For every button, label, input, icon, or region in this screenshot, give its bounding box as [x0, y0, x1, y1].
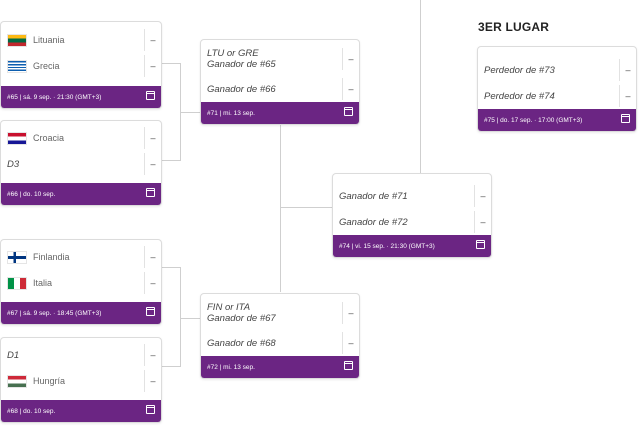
- match-card-67[interactable]: Finlandia – Italia – #67 | sá. 9 sep. · …: [0, 239, 162, 325]
- calendar-icon[interactable]: [621, 114, 630, 123]
- team-name: Italia: [33, 278, 53, 288]
- team-name: Croacia: [33, 133, 65, 143]
- team-name: Hungría: [33, 376, 66, 386]
- connector-66-71: [160, 160, 180, 161]
- match-67-team2-row: Italia –: [1, 270, 161, 296]
- match-info: #71 | mi. 13 sep.: [207, 109, 255, 117]
- finland-flag-icon: [7, 250, 27, 264]
- score: –: [144, 127, 161, 149]
- team-name: Ganador de #68: [207, 337, 276, 349]
- team-source: Ganador de #67: [207, 313, 276, 324]
- match-72-team1-row: FIN or ITA Ganador de #67 –: [201, 298, 359, 328]
- calendar-icon[interactable]: [476, 240, 485, 249]
- team-name: D1: [7, 349, 20, 361]
- connector-to-72: [180, 318, 200, 319]
- connector-vert-72: [180, 267, 181, 367]
- team-name: Perdedor de #73: [484, 64, 555, 76]
- score: –: [619, 59, 636, 81]
- match-info: #74 | vi. 15 sep. · 21:30 (GMT+3): [339, 242, 435, 250]
- match-info: #75 | do. 17 sep. · 17:00 (GMT+3): [484, 116, 583, 124]
- croatia-flag-icon: [7, 131, 27, 145]
- lithuania-flag-icon: [7, 33, 27, 47]
- match-card-66[interactable]: Croacia – D3 – #66 | do. 10 sep.: [0, 120, 162, 206]
- match-71-team2-row: Ganador de #66 –: [201, 76, 359, 102]
- team-name: Ganador de #66: [207, 83, 276, 95]
- match-72-team2-row: Ganador de #68 –: [201, 330, 359, 356]
- score: –: [342, 48, 359, 70]
- team-name: Ganador de #72: [339, 216, 408, 228]
- team-name: Ganador de #71: [339, 190, 408, 202]
- score: –: [619, 85, 636, 107]
- calendar-icon[interactable]: [344, 107, 353, 116]
- team-name: FIN or ITA: [207, 302, 251, 313]
- match-65-team2-row: Grecia –: [1, 53, 161, 79]
- score: –: [144, 272, 161, 294]
- team-source: Ganador de #65: [207, 59, 276, 70]
- score: –: [342, 78, 359, 100]
- connector-top-vertical: [420, 0, 421, 173]
- team-name: Finlandia: [33, 252, 70, 262]
- match-72-footer: #72 | mi. 13 sep.: [201, 356, 359, 378]
- match-68-team1-row: D1 –: [1, 342, 161, 368]
- match-68-team2-row: Hungría –: [1, 368, 161, 394]
- match-74-footer: #74 | vi. 15 sep. · 21:30 (GMT+3): [333, 235, 491, 257]
- italy-flag-icon: [7, 276, 27, 290]
- match-68-footer: #68 | do. 10 sep.: [1, 400, 161, 422]
- connector-68-72: [160, 366, 180, 367]
- calendar-icon[interactable]: [146, 405, 155, 414]
- connector-to-74: [280, 207, 332, 208]
- team-name: Lituania: [33, 35, 65, 45]
- connector-vert-74: [280, 124, 281, 292]
- match-65-team1-row: Lituania –: [1, 27, 161, 53]
- match-67-footer: #67 | sá. 9 sep. · 18:45 (GMT+3): [1, 302, 161, 324]
- calendar-icon[interactable]: [146, 188, 155, 197]
- match-74-team1-row: Ganador de #71 –: [333, 183, 491, 209]
- connector-to-71: [180, 112, 200, 113]
- team-name: LTU or GRE: [207, 48, 259, 59]
- match-info: #72 | mi. 13 sep.: [207, 363, 255, 371]
- match-card-71[interactable]: LTU or GRE Ganador de #65 – Ganador de #…: [200, 39, 360, 125]
- team-name: Perdedor de #74: [484, 90, 555, 102]
- match-71-team1-row: LTU or GRE Ganador de #65 –: [201, 44, 359, 74]
- match-info: #67 | sá. 9 sep. · 18:45 (GMT+3): [7, 309, 102, 317]
- score: –: [342, 332, 359, 354]
- match-info: #66 | do. 10 sep.: [7, 190, 56, 198]
- score: –: [474, 185, 491, 207]
- match-75-footer: #75 | do. 17 sep. · 17:00 (GMT+3): [478, 109, 636, 131]
- match-66-footer: #66 | do. 10 sep.: [1, 183, 161, 205]
- score: –: [144, 29, 161, 51]
- match-66-team1-row: Croacia –: [1, 125, 161, 151]
- hungary-flag-icon: [7, 374, 27, 388]
- match-card-72[interactable]: FIN or ITA Ganador de #67 – Ganador de #…: [200, 293, 360, 379]
- match-info: #68 | do. 10 sep.: [7, 407, 56, 415]
- score: –: [342, 302, 359, 324]
- match-71-footer: #71 | mi. 13 sep.: [201, 102, 359, 124]
- score: –: [144, 55, 161, 77]
- third-place-title: 3ER LUGAR: [478, 20, 550, 34]
- match-66-team2-row: D3 –: [1, 151, 161, 177]
- score: –: [474, 211, 491, 233]
- match-75-team1-row: Perdedor de #73 –: [478, 57, 636, 83]
- match-card-68[interactable]: D1 – Hungría – #68 | do. 10 sep.: [0, 337, 162, 423]
- match-67-team1-row: Finlandia –: [1, 244, 161, 270]
- score: –: [144, 370, 161, 392]
- score: –: [144, 246, 161, 268]
- score: –: [144, 153, 161, 175]
- connector-65-71: [160, 63, 180, 64]
- match-card-65[interactable]: Lituania – Grecia – #65 | sá. 9 sep. · 2…: [0, 21, 162, 109]
- greece-flag-icon: [7, 59, 27, 73]
- connector-67-72: [160, 267, 180, 268]
- calendar-icon[interactable]: [344, 361, 353, 370]
- match-card-75[interactable]: Perdedor de #73 – Perdedor de #74 – #75 …: [477, 46, 637, 132]
- match-75-team2-row: Perdedor de #74 –: [478, 83, 636, 109]
- match-card-74[interactable]: Ganador de #71 – Ganador de #72 – #74 | …: [332, 173, 492, 258]
- match-74-team2-row: Ganador de #72 –: [333, 209, 491, 235]
- calendar-icon[interactable]: [146, 307, 155, 316]
- team-name: Grecia: [33, 61, 60, 71]
- match-info: #65 | sá. 9 sep. · 21:30 (GMT+3): [7, 93, 102, 101]
- calendar-icon[interactable]: [146, 91, 155, 100]
- team-name: D3: [7, 158, 20, 170]
- match-65-footer: #65 | sá. 9 sep. · 21:30 (GMT+3): [1, 86, 161, 108]
- score: –: [144, 344, 161, 366]
